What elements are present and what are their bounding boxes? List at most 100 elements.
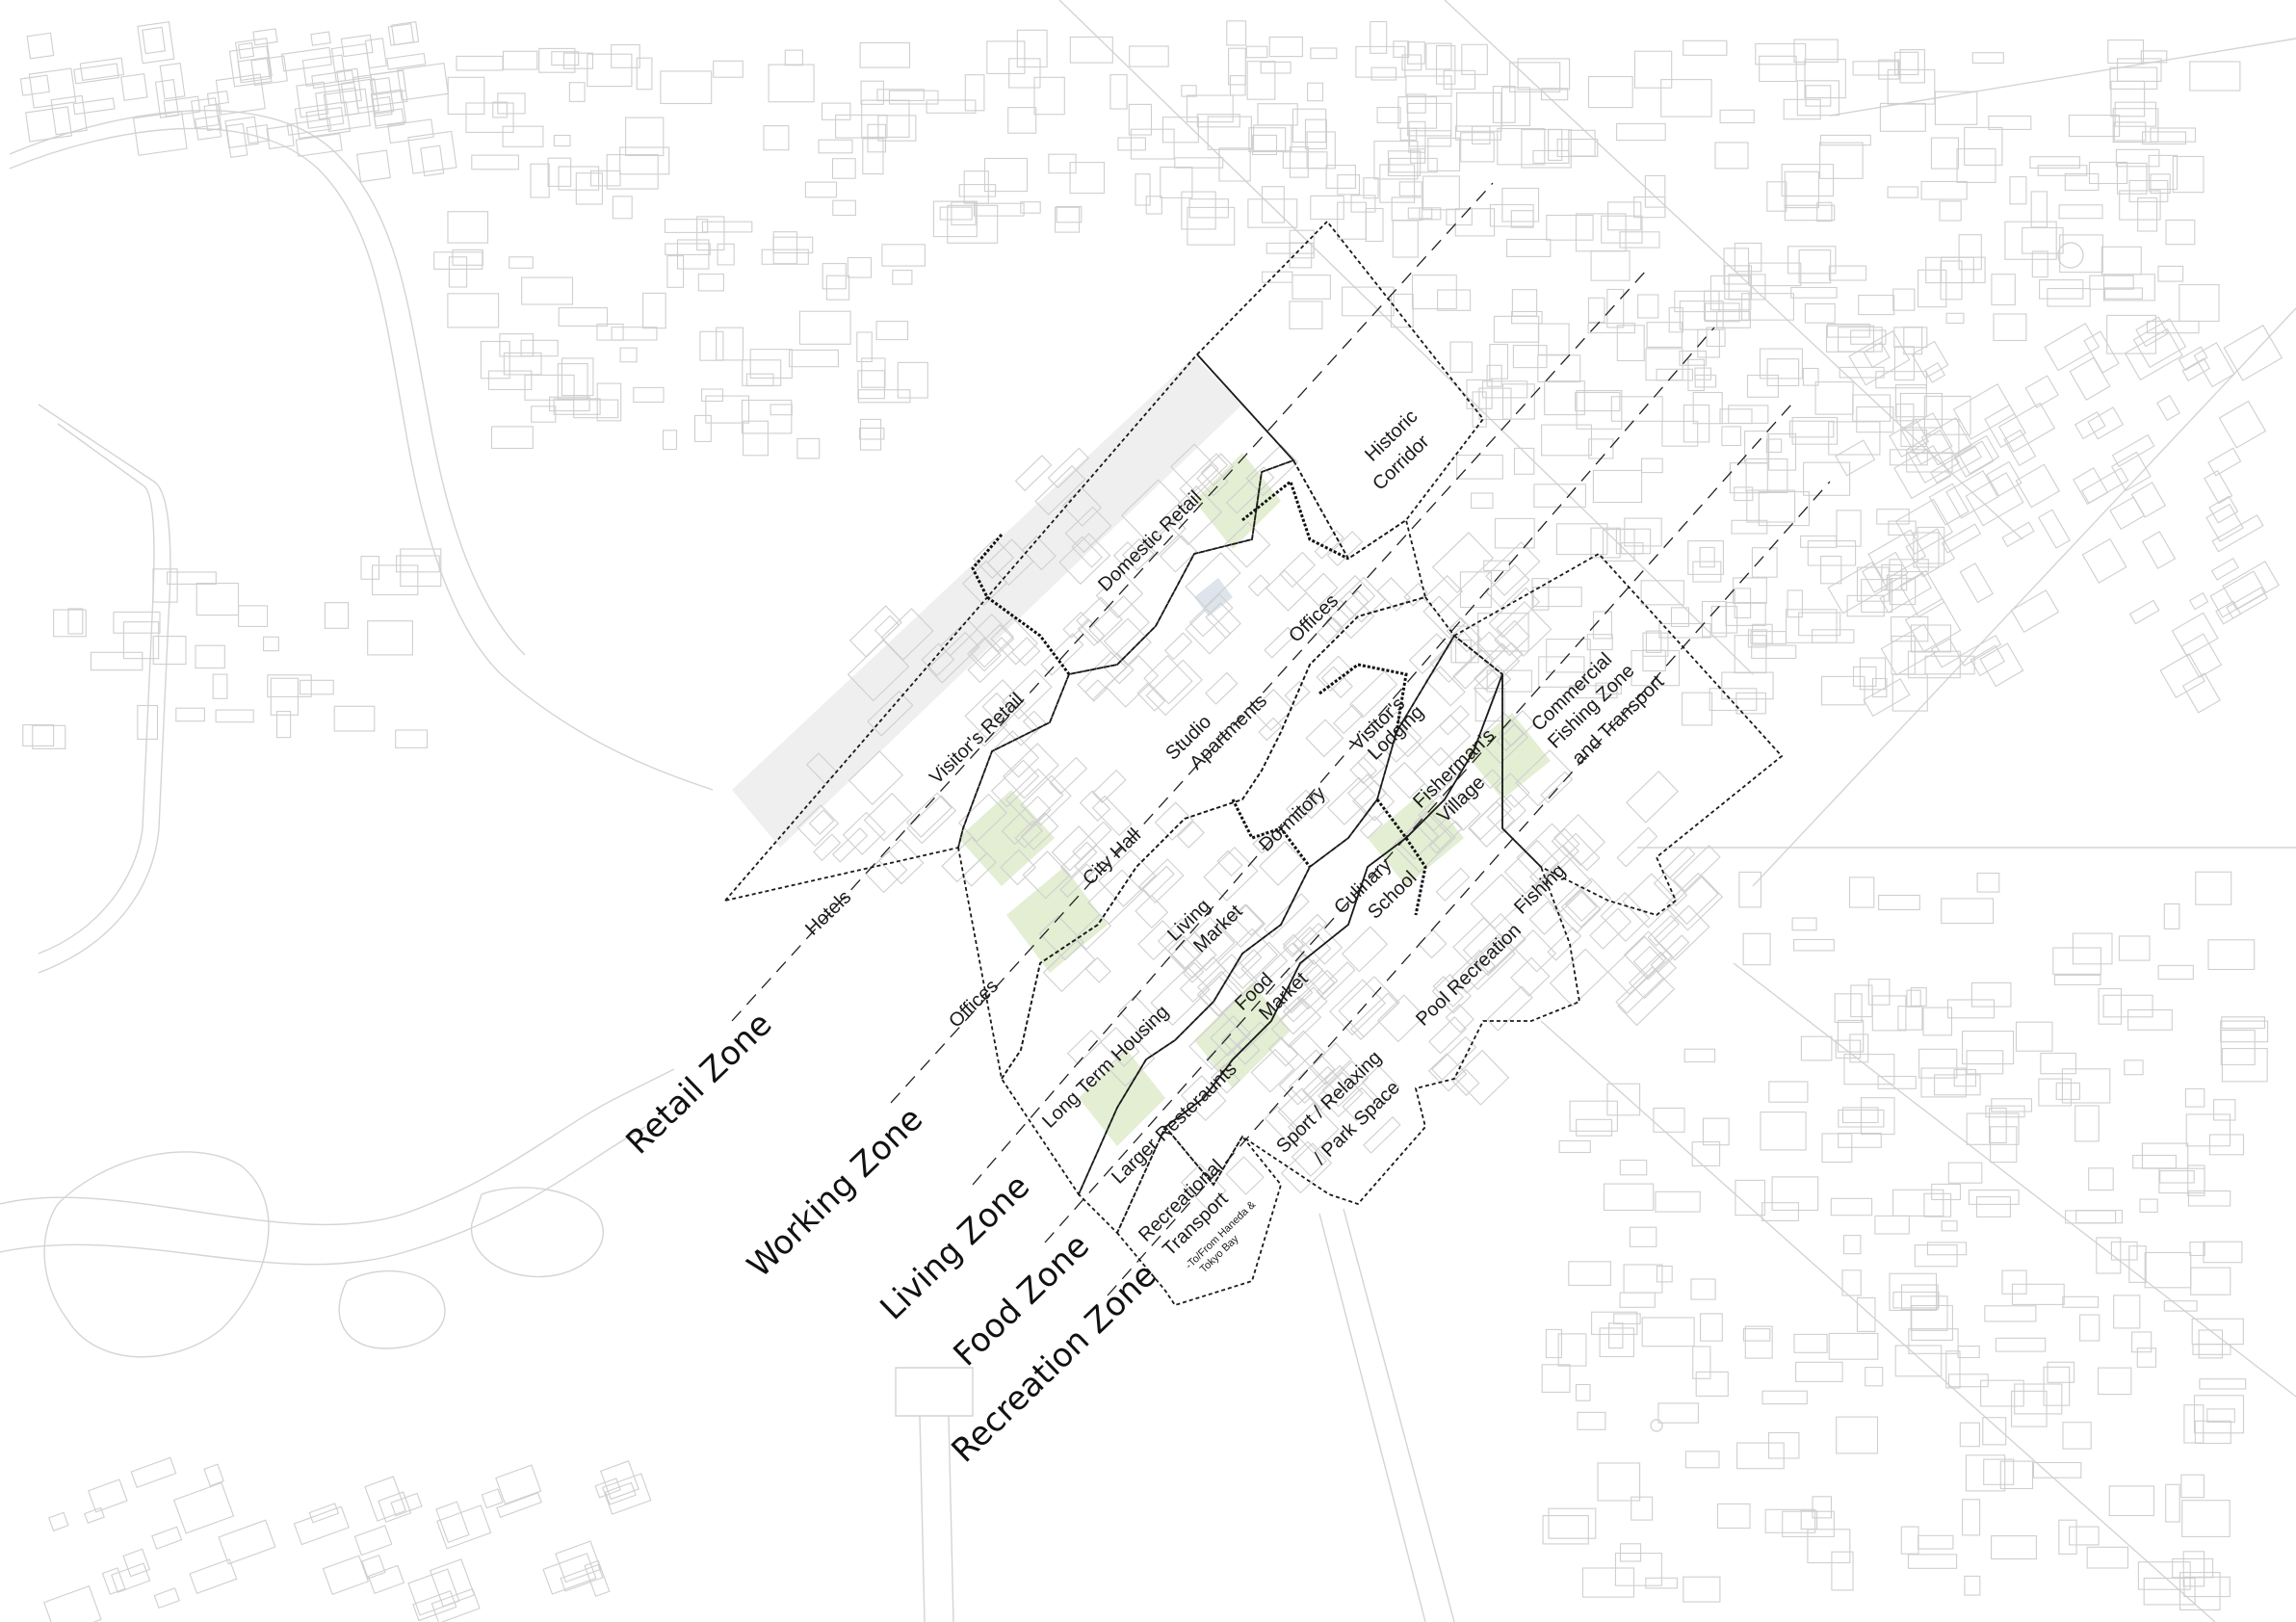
building-footprint bbox=[1966, 1050, 2004, 1075]
building-footprint bbox=[1079, 790, 1111, 822]
building-footprint bbox=[1600, 892, 1651, 943]
heavy-divider-3 bbox=[1231, 798, 1312, 868]
building-footprint bbox=[1058, 533, 1111, 586]
building-footprint bbox=[2058, 204, 2103, 220]
building-footprint bbox=[1956, 147, 1996, 183]
building-footprint bbox=[2111, 433, 2155, 468]
building-footprint bbox=[2203, 1241, 2243, 1264]
building-footprint bbox=[1653, 1107, 1685, 1133]
building-footprint bbox=[480, 340, 510, 379]
building-footprint bbox=[28, 67, 77, 109]
building-footprint bbox=[1575, 1383, 1591, 1401]
building-footprint bbox=[1474, 688, 1505, 722]
building-footprint bbox=[2157, 265, 2184, 282]
building-footprint bbox=[364, 1476, 406, 1522]
building-footprint bbox=[2109, 496, 2146, 531]
building-footprint bbox=[275, 711, 292, 739]
building-footprint bbox=[860, 80, 884, 105]
building-footprint bbox=[1899, 49, 1925, 84]
building-footprint bbox=[568, 82, 586, 102]
building-footprint bbox=[619, 146, 670, 175]
building-footprint bbox=[386, 52, 427, 70]
building-footprint bbox=[1830, 1197, 1873, 1216]
building-footprint bbox=[1790, 286, 1838, 299]
building-footprint bbox=[471, 154, 519, 170]
building-footprint bbox=[520, 339, 559, 357]
building-footprint bbox=[1163, 632, 1193, 661]
building-footprint bbox=[1314, 530, 1344, 560]
building-footprint bbox=[1288, 1102, 1340, 1155]
building-footprint bbox=[1498, 710, 1536, 747]
building-footprint bbox=[1120, 479, 1187, 544]
building-footprint bbox=[2206, 1408, 2235, 1423]
building-footprint bbox=[2187, 1190, 2231, 1207]
building-footprint bbox=[1240, 941, 1289, 988]
building-footprint bbox=[1438, 705, 1470, 736]
building-footprint bbox=[763, 125, 790, 151]
building-footprint bbox=[1225, 466, 1275, 514]
building-footprint bbox=[1129, 45, 1169, 67]
building-footprint bbox=[1918, 1048, 1958, 1079]
building-footprint bbox=[1306, 131, 1336, 170]
building-footprint bbox=[1446, 208, 1473, 226]
building-footprint bbox=[1468, 797, 1513, 841]
building-footprint bbox=[2011, 1283, 2065, 1305]
building-footprint bbox=[524, 374, 575, 401]
building-footprint bbox=[2113, 1295, 2141, 1329]
shore-line-2 bbox=[0, 1126, 646, 1266]
building-footprint bbox=[1752, 623, 1773, 644]
building-footprint bbox=[2030, 191, 2048, 228]
building-footprint bbox=[1835, 1039, 1862, 1060]
building-footprint bbox=[84, 1506, 105, 1524]
building-footprint bbox=[1645, 348, 1683, 381]
building-footprint bbox=[305, 106, 345, 129]
building-footprint bbox=[1532, 587, 1582, 608]
building-footprint bbox=[1802, 367, 1819, 386]
building-footprint bbox=[2146, 320, 2200, 334]
building-footprint bbox=[1787, 589, 1803, 618]
building-footprint bbox=[420, 144, 445, 177]
building-footprint bbox=[1112, 541, 1141, 569]
building-footprint bbox=[1601, 215, 1643, 244]
building-footprint bbox=[2127, 1008, 2173, 1031]
building-footprint bbox=[664, 219, 709, 233]
building-footprint bbox=[73, 63, 119, 85]
building-footprint bbox=[957, 793, 1007, 843]
building-footprint bbox=[246, 123, 270, 144]
building-footprint bbox=[1946, 999, 1996, 1019]
building-footprint bbox=[120, 73, 148, 101]
building-footprint bbox=[594, 1478, 621, 1499]
building-footprint bbox=[1087, 869, 1144, 926]
building-footprint bbox=[859, 418, 882, 451]
building-footprint bbox=[1965, 472, 2024, 527]
building-footprint bbox=[367, 1564, 405, 1594]
building-footprint bbox=[372, 96, 393, 118]
building-footprint bbox=[1326, 590, 1375, 640]
building-footprint bbox=[492, 101, 508, 118]
building-footprint bbox=[429, 1558, 476, 1608]
building-footprint bbox=[881, 244, 926, 267]
building-footprint bbox=[1640, 458, 1663, 474]
building-footprint bbox=[1493, 315, 1540, 343]
building-footprint bbox=[2178, 346, 2208, 372]
building-footprint bbox=[1349, 670, 1398, 719]
building-footprint bbox=[1867, 979, 1891, 1006]
building-footprint bbox=[1280, 1142, 1333, 1194]
building-footprint bbox=[2163, 1300, 2198, 1312]
building-footprint bbox=[378, 1491, 412, 1523]
building-footprint bbox=[1501, 383, 1535, 420]
building-footprint bbox=[1747, 629, 1767, 648]
building-footprint bbox=[1728, 405, 1769, 424]
building-footprint bbox=[1413, 746, 1463, 797]
building-footprint bbox=[1893, 51, 1919, 76]
building-footprint bbox=[2137, 1561, 2191, 1590]
building-footprint bbox=[1750, 631, 1787, 644]
building-footprint bbox=[1102, 652, 1135, 685]
building-footprint bbox=[1551, 827, 1580, 857]
building-footprint bbox=[2065, 1210, 2117, 1224]
building-footprint bbox=[2210, 557, 2239, 581]
building-footprint bbox=[1066, 1030, 1103, 1065]
building-footprint bbox=[1461, 43, 1488, 75]
building-footprint bbox=[1683, 1576, 1721, 1603]
building-footprint bbox=[311, 69, 354, 90]
